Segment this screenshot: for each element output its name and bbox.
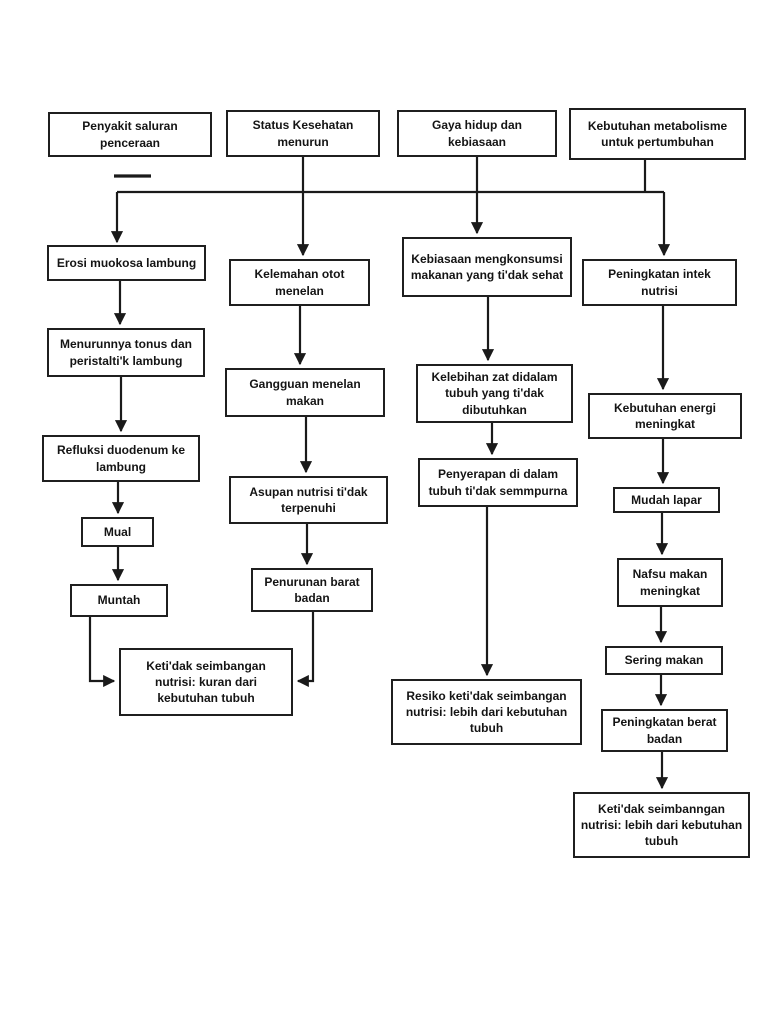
node-muntah: Muntah <box>70 584 168 617</box>
node-peningkatan-berat-badan: Peningkatan berat badan <box>601 709 728 752</box>
node-penyakit-saluran-penceraan: Penyakit saluran penceraan <box>48 112 212 157</box>
node-kebutuhan-energi-meningkat: Kebutuhan energi meningkat <box>588 393 742 439</box>
node-ketidak-seimbanngan-lebih: Keti'dak seimbanngan nutrisi: lebih dari… <box>573 792 750 858</box>
node-mual: Mual <box>81 517 154 547</box>
node-kebutuhan-metabolisme: Kebutuhan metabolisme untuk pertumbuhan <box>569 108 746 160</box>
node-sering-makan: Sering makan <box>605 646 723 675</box>
node-refluksi-duodenum-ke-lambung: Refluksi duodenum ke lambung <box>42 435 200 482</box>
node-kebiasaan-mengkonsumsi: Kebiasaan mengkonsumsi makanan yang ti'd… <box>402 237 572 297</box>
node-mudah-lapar: Mudah lapar <box>613 487 720 513</box>
connector-penurunan-to-ketidak-kurang <box>296 612 315 688</box>
node-gaya-hidup-dan-kebiasaan: Gaya hidup dan kebiasaan <box>397 110 557 157</box>
node-ketidak-seimbangan-kurang: Keti'dak seimbangan nutrisi: kuran dari … <box>119 648 293 716</box>
node-menurunnya-tonus: Menurunnya tonus dan peristalti'k lambun… <box>47 328 205 377</box>
node-status-kesehatan-menurun: Status Kesehatan menurun <box>226 110 380 157</box>
node-kelemahan-otot-menelan: Kelemahan otot menelan <box>229 259 370 306</box>
node-asupan-nutrisi-tidak-terpenuhi: Asupan nutrisi ti'dak terpenuhi <box>229 476 388 524</box>
connector-muntah-to-ketidak-kurang <box>88 617 116 688</box>
node-penyerapan-tidak-sempurna: Penyerapan di dalam tubuh ti'dak semmpur… <box>418 458 578 507</box>
node-penurunan-barat-badan: Penurunan barat badan <box>251 568 373 612</box>
node-resiko-ketidak-seimbangan-lebih: Resiko keti'dak seimbangan nutrisi: lebi… <box>391 679 582 745</box>
node-gangguan-menelan-makan: Gangguan menelan makan <box>225 368 385 417</box>
node-kelebihan-zat-didalam-tubuh: Kelebihan zat didalam tubuh yang ti'dak … <box>416 364 573 423</box>
node-peningkatan-intek-nutrisi: Peningkatan intek nutrisi <box>582 259 737 306</box>
node-erosi-muokosa-lambung: Erosi muokosa lambung <box>47 245 206 281</box>
node-nafsu-makan-meningkat: Nafsu makan meningkat <box>617 558 723 607</box>
